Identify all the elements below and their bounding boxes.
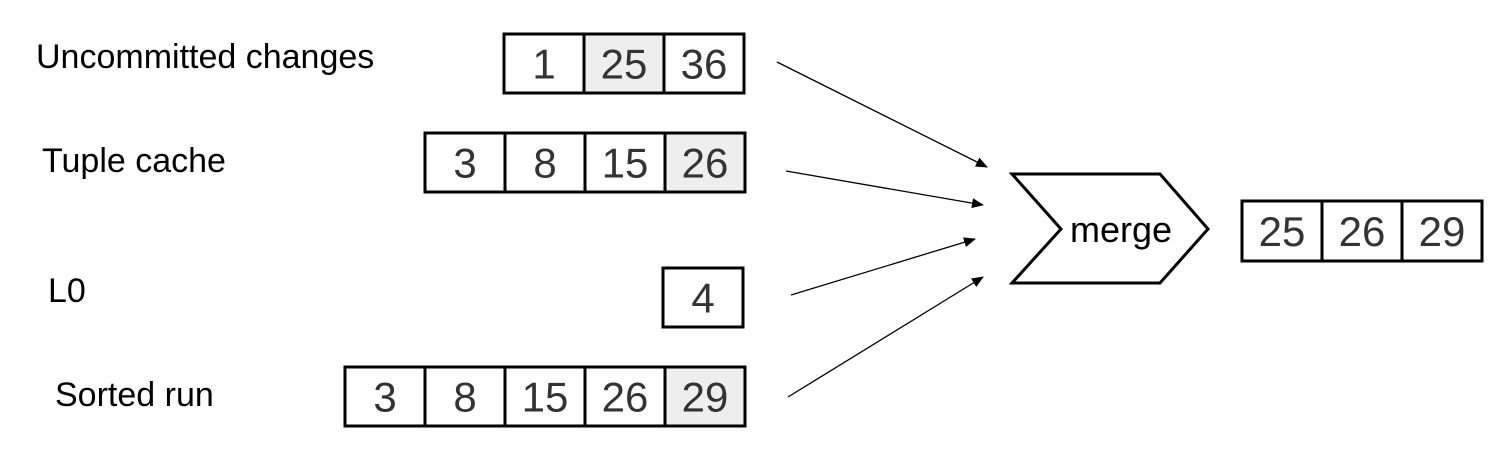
merge-output-cell <box>1400 199 1484 263</box>
arrow-tuple-cache-to-merge <box>785 170 984 209</box>
tuple-cache-cell-highlighted <box>663 131 747 194</box>
array-tuple-cache: 3 8 15 26 <box>423 131 747 194</box>
tuple-cache-cell-value: 3 <box>453 140 476 187</box>
arrow-uncommitted-to-merge <box>776 61 988 168</box>
sorted-run-cell-value: 8 <box>453 374 476 421</box>
merge-output-cell <box>1320 199 1404 263</box>
uncommitted-changes-cell <box>502 32 586 95</box>
l0-cell <box>661 266 745 329</box>
tuple-cache-cell <box>503 131 587 194</box>
merge-chevron-shape <box>1008 172 1210 285</box>
arrow-l0-to-merge <box>790 237 976 296</box>
merge-output-cell-value: 26 <box>1339 208 1386 255</box>
sorted-run-cell-value: 26 <box>602 374 649 421</box>
sorted-run-cell <box>423 365 507 428</box>
tuple-cache-cell-value: 26 <box>682 140 729 187</box>
row-label-tuple-cache: Tuple cache <box>42 142 226 180</box>
sorted-run-cell <box>583 365 667 428</box>
array-uncommitted-changes: 1 25 36 <box>502 32 746 95</box>
array-l0: 4 <box>661 266 745 329</box>
row-label-uncommitted-changes: Uncommitted changes <box>36 38 374 76</box>
array-sorted-run: 3 8 15 26 29 <box>343 365 747 428</box>
uncommitted-changes-cell <box>662 32 746 95</box>
array-merge-output: 25 26 29 <box>1240 199 1484 263</box>
uncommitted-changes-cell-highlighted <box>582 32 666 95</box>
merge-output-cell-value: 25 <box>1259 208 1306 255</box>
merge-node: merge <box>1008 172 1210 285</box>
sorted-run-cell-highlighted <box>663 365 747 428</box>
sorted-run-cell-value: 15 <box>522 374 569 421</box>
l0-cell-value: 4 <box>691 275 714 322</box>
sorted-run-cell-value: 3 <box>373 374 396 421</box>
tuple-cache-cell-value: 15 <box>602 140 649 187</box>
row-label-sorted-run: Sorted run <box>55 376 214 414</box>
merge-output-cell-value: 29 <box>1419 208 1466 255</box>
sorted-run-cell <box>343 365 427 428</box>
tuple-cache-cell-value: 8 <box>533 140 556 187</box>
arrow-sorted-run-to-merge <box>787 276 984 398</box>
uncommitted-changes-cell-value: 25 <box>601 41 648 88</box>
merge-output-cell <box>1240 199 1324 263</box>
uncommitted-changes-cell-value: 1 <box>532 41 555 88</box>
merge-label: merge <box>1070 209 1172 250</box>
sorted-run-cell-value: 29 <box>682 374 729 421</box>
row-label-l0: L0 <box>48 272 86 310</box>
uncommitted-changes-cell-value: 36 <box>681 41 728 88</box>
